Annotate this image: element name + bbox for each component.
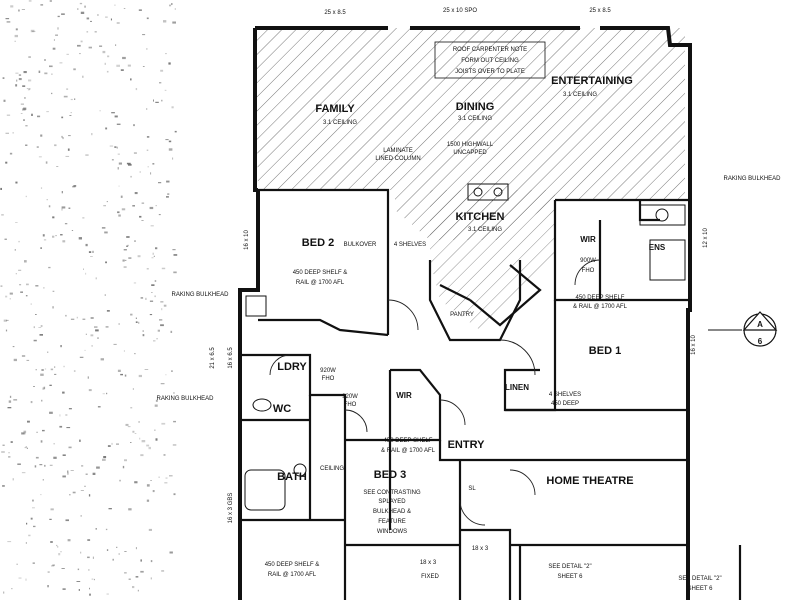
note-shelf-bed3-2: & RAIL @ 1700 AFL: [381, 448, 436, 454]
interior-walls: [240, 188, 742, 600]
room-pantry: PANTRY: [450, 312, 474, 318]
dim-top-right: 25 x 8.5: [589, 8, 611, 14]
note-see-detail-r-1: SEE DETAIL "2": [678, 576, 721, 582]
note-shelves-linen-1: 4 SHELVES: [549, 392, 581, 398]
exterior-walls: [238, 26, 692, 600]
room-bed2: BED 2: [302, 237, 334, 249]
roof-note-2: FORM OUT CEILING: [461, 58, 519, 64]
room-home-theatre: HOME THEATRE: [546, 475, 633, 487]
note-bed3-1: SEE CONTRASTING: [363, 490, 421, 496]
note-raking-bulkhead-lowleft: RAKING BULKHEAD: [156, 396, 214, 402]
note-bed3-5: WINDOWS: [377, 529, 407, 535]
note-shelves-linen-2: 450 DEEP: [551, 401, 579, 407]
note-sl: SL: [468, 486, 476, 492]
note-fho-ldry-2: FHO: [322, 376, 335, 382]
room-labels: FAMILY 3.1 CEILING DINING 3.1 CEILING EN…: [273, 75, 666, 487]
note-laminate-2: LINED COLUMN: [375, 156, 420, 162]
room-dining: DINING: [456, 101, 495, 113]
fixtures: [244, 183, 686, 511]
wc-toilet: [252, 398, 272, 412]
note-wir-900-1: 900W: [580, 258, 596, 264]
note-laminate-1: LAMINATE: [383, 148, 413, 154]
note-shelf-bed3-1: 450 DEEP SHELF: [384, 438, 433, 444]
room-kitchen-ceiling: 3.1 CEILING: [468, 227, 502, 233]
dim-bottom-2: 18 x 3: [472, 546, 489, 552]
scan-noise-left: [0, 0, 178, 596]
note-bed3-3: BULKHEAD &: [373, 509, 411, 515]
note-raking-bulkhead-left: RAKING BULKHEAD: [171, 292, 229, 298]
dim-top-left: 25 x 8.5: [324, 10, 346, 16]
roof-note-box: [434, 41, 546, 79]
room-entry: ENTRY: [448, 439, 486, 451]
section-sheet: 6: [758, 337, 763, 346]
dim-bottom-1: 18 x 3: [420, 560, 437, 566]
roof-note-3: JOISTS OVER TO PLATE: [455, 69, 525, 75]
room-bed1: BED 1: [589, 345, 621, 357]
room-dining-ceiling: 3.1 CEILING: [458, 116, 492, 122]
roof-note-1: ROOF CARPENTER NOTE: [453, 47, 527, 53]
note-shelf-wir-1: 450 DEEP SHELF: [576, 295, 625, 301]
room-entertaining-ceiling: 3.1 CEILING: [563, 92, 597, 98]
bath-tub: [244, 469, 286, 511]
dim-left-3: 16 x 6.5: [228, 347, 234, 369]
kitchen-cooktop: [467, 183, 509, 201]
dim-left-4: 16 x 3 GBS: [228, 493, 234, 524]
note-wir-900-2: FHO: [582, 268, 595, 274]
room-ldry: LDRY: [277, 361, 307, 373]
note-fho-bed3-2: FHO: [344, 402, 357, 408]
room-wir-1: WIR: [580, 235, 596, 244]
room-family: FAMILY: [315, 103, 355, 115]
note-bed3-2: SPLAYED: [378, 499, 406, 505]
room-bath: BATH: [277, 471, 307, 483]
dimension-labels: 25 x 8.5 25 x 10 SPO 25 x 8.5 16 x 10 12…: [210, 8, 709, 566]
note-fho-bed3-1: 920W: [342, 394, 358, 400]
dim-right-2: 12 x 10: [703, 227, 709, 247]
room-wc: WC: [273, 403, 291, 415]
note-shelf-bed2-1: 450 DEEP SHELF &: [293, 270, 348, 276]
living-hatch-area: [255, 28, 685, 240]
note-bed3-4: FEATURE: [378, 519, 406, 525]
note-highwall-1: 1500 HIGHWALL: [447, 142, 494, 148]
note-highwall-2: UNCAPPED: [453, 150, 487, 156]
note-shelf-wir-2: & RAIL @ 1700 AFL: [573, 304, 628, 310]
section-letter: A: [757, 320, 763, 329]
dim-left-1: 16 x 10: [244, 229, 250, 249]
laundry-tub: [245, 295, 267, 317]
ens-shower: [649, 239, 686, 281]
room-wir-2: WIR: [396, 391, 412, 400]
note-shelf-bot-2: RAIL @ 1700 AFL: [268, 572, 317, 578]
note-see-detail-r-2: SHEET 6: [688, 586, 714, 592]
note-raking-bulkhead-right: RAKING BULKHEAD: [723, 176, 781, 182]
annotation-notes: ROOF CARPENTER NOTE FORM OUT CEILING JOI…: [156, 41, 781, 592]
door-swings: [269, 259, 601, 526]
note-see-detail-1: SEE DETAIL "2": [548, 564, 591, 570]
note-bulkover: BULKOVER: [344, 242, 377, 248]
room-ens: ENS: [649, 243, 666, 252]
dim-right-1: 16 x 10: [691, 334, 697, 354]
dim-left-2: 21 x 6.5: [210, 347, 216, 369]
dim-top-mid: 25 x 10 SPO: [443, 8, 477, 14]
note-fho-ldry-1: 920W: [320, 368, 336, 374]
note-shelf-bot-1: 450 DEEP SHELF &: [265, 562, 320, 568]
note-fixed: FIXED: [421, 574, 439, 580]
note-ceiling: CEILING: [320, 466, 344, 472]
section-marker: A 6: [708, 311, 778, 347]
note-see-detail-2: SHEET 6: [558, 574, 584, 580]
room-bed3: BED 3: [374, 469, 406, 481]
basin: [293, 463, 307, 477]
ens-vanity: [639, 204, 686, 226]
room-entertaining: ENTERTAINING: [551, 75, 633, 87]
room-kitchen: KITCHEN: [456, 211, 505, 223]
note-shelves-side: 4 SHELVES: [394, 242, 426, 248]
room-linen: LINEN: [505, 383, 529, 392]
note-shelf-bed2-2: RAIL @ 1700 AFL: [296, 280, 345, 286]
room-family-ceiling: 3.1 CEILING: [323, 120, 357, 126]
